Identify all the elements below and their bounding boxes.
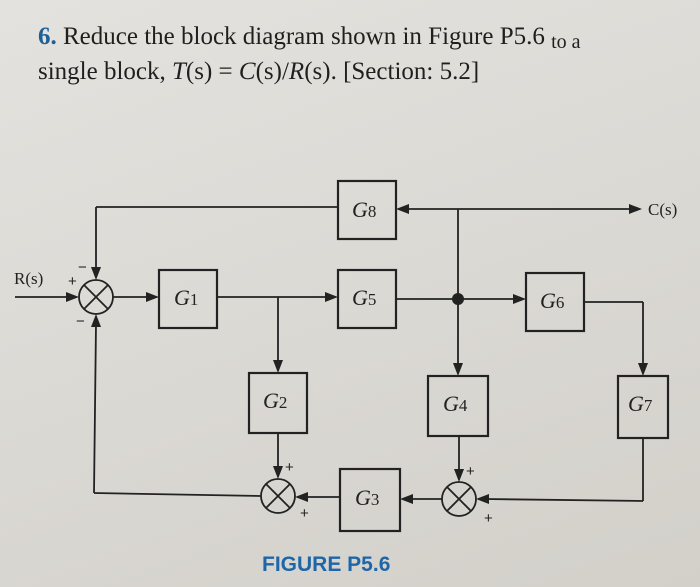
summing-junction-left-bottom bbox=[260, 478, 296, 514]
block-g6: G6 bbox=[524, 271, 586, 333]
block-g3: G3 bbox=[338, 467, 402, 533]
svg-text:G1: G1 bbox=[174, 285, 198, 310]
svg-text:G7: G7 bbox=[628, 391, 653, 416]
summing-junction-right-bottom bbox=[441, 481, 477, 517]
problem-text-line2: single block, T(s) = C(s)/R(s). [Section… bbox=[38, 58, 480, 85]
block-g7: G7 bbox=[616, 374, 670, 440]
problem-text-line1-tail: to a bbox=[551, 31, 581, 53]
sign-main-bottom: − bbox=[76, 313, 85, 330]
sign-left-bottom-top: + bbox=[285, 459, 294, 476]
block-g4: G4 bbox=[426, 374, 490, 438]
svg-text:G4: G4 bbox=[443, 391, 468, 416]
svg-text:G6: G6 bbox=[540, 288, 564, 313]
svg-text:G3: G3 bbox=[355, 485, 379, 510]
signal-wires bbox=[15, 204, 648, 504]
sign-right-bottom-right: + bbox=[484, 510, 493, 527]
block-g2: G2 bbox=[247, 371, 309, 435]
figure-caption: FIGURE P5.6 bbox=[262, 553, 390, 576]
problem-statement: 6. Reduce the block diagram shown in Fig… bbox=[38, 20, 688, 88]
svg-text:G5: G5 bbox=[352, 285, 376, 310]
svg-text:G8: G8 bbox=[352, 197, 376, 222]
block-g8: G8 bbox=[336, 179, 398, 241]
sign-main-top: − bbox=[78, 259, 87, 276]
input-label-rs: R(s) bbox=[14, 269, 43, 288]
block-g5: G5 bbox=[336, 268, 398, 330]
problem-text-line1: Reduce the block diagram shown in Figure… bbox=[63, 23, 545, 50]
summing-junction-main bbox=[78, 279, 114, 315]
sign-right-bottom-top: + bbox=[466, 463, 475, 480]
problem-number: 6. bbox=[38, 23, 57, 50]
output-label-cs: C(s) bbox=[648, 200, 677, 219]
sign-main-input: + bbox=[68, 273, 77, 290]
block-g1: G1 bbox=[157, 268, 219, 330]
svg-text:G2: G2 bbox=[263, 388, 287, 413]
sign-left-bottom-right: + bbox=[300, 505, 309, 522]
